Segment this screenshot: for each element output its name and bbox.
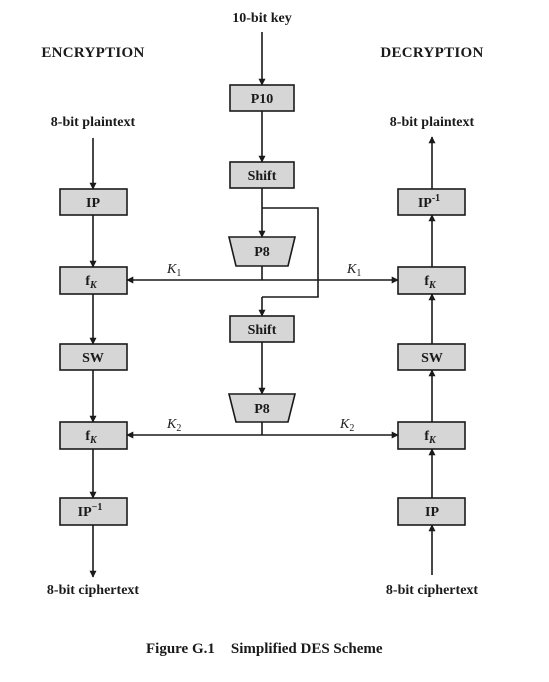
p8-2-label: P8 xyxy=(254,402,270,417)
dec-fk2-box xyxy=(397,421,466,450)
shift1-label: Shift xyxy=(248,169,277,184)
enc-sw-label: SW xyxy=(82,351,104,366)
enc-input-label: 8-bit plaintext xyxy=(51,115,136,130)
figure-title: Simplified DES Scheme xyxy=(231,641,383,657)
enc-output-label: 8-bit ciphertext xyxy=(47,583,139,598)
dec-ip-label: IP xyxy=(425,505,439,520)
key-input-label: 10-bit key xyxy=(232,11,292,26)
dec-output-label: 8-bit plaintext xyxy=(390,115,475,130)
p8-2-trapezoid xyxy=(227,393,297,423)
shift2-label: Shift xyxy=(248,323,277,338)
k2-right-label: K2 xyxy=(339,417,354,434)
figure-caption: Figure G.1 Simplified DES Scheme xyxy=(146,641,383,657)
encryption-heading: ENCRYPTION xyxy=(41,45,144,61)
dec-sw-label: SW xyxy=(421,351,443,366)
enc-fk2-label: fK xyxy=(85,429,98,446)
k1-left-label: K1 xyxy=(166,262,181,279)
enc-ip-label: IP xyxy=(86,196,100,211)
dec-fk1-box xyxy=(397,266,466,295)
decryption-heading: DECRYPTION xyxy=(380,45,483,61)
dec-fk1-label: fK xyxy=(424,274,437,291)
dec-fk2-label: fK xyxy=(424,429,437,446)
enc-ip-box xyxy=(59,188,128,216)
enc-fk1-label: fK xyxy=(85,274,98,291)
enc-ipinv-label: IP−1 xyxy=(78,502,103,520)
shift-bypass-line xyxy=(262,207,319,298)
p8-1-label: P8 xyxy=(254,245,270,260)
k2-left-label: K2 xyxy=(166,417,181,434)
dec-sw-box xyxy=(397,343,466,371)
dec-ip-box xyxy=(397,497,466,526)
dec-ipinv-label: IP-1 xyxy=(418,193,440,211)
figure-number: Figure G.1 xyxy=(146,641,215,657)
p8-1-trapezoid xyxy=(227,236,297,267)
p10-label: P10 xyxy=(251,92,274,107)
shift1-box xyxy=(229,161,295,189)
k1-right-label: K1 xyxy=(346,262,361,279)
dec-input-label: 8-bit ciphertext xyxy=(386,583,478,598)
